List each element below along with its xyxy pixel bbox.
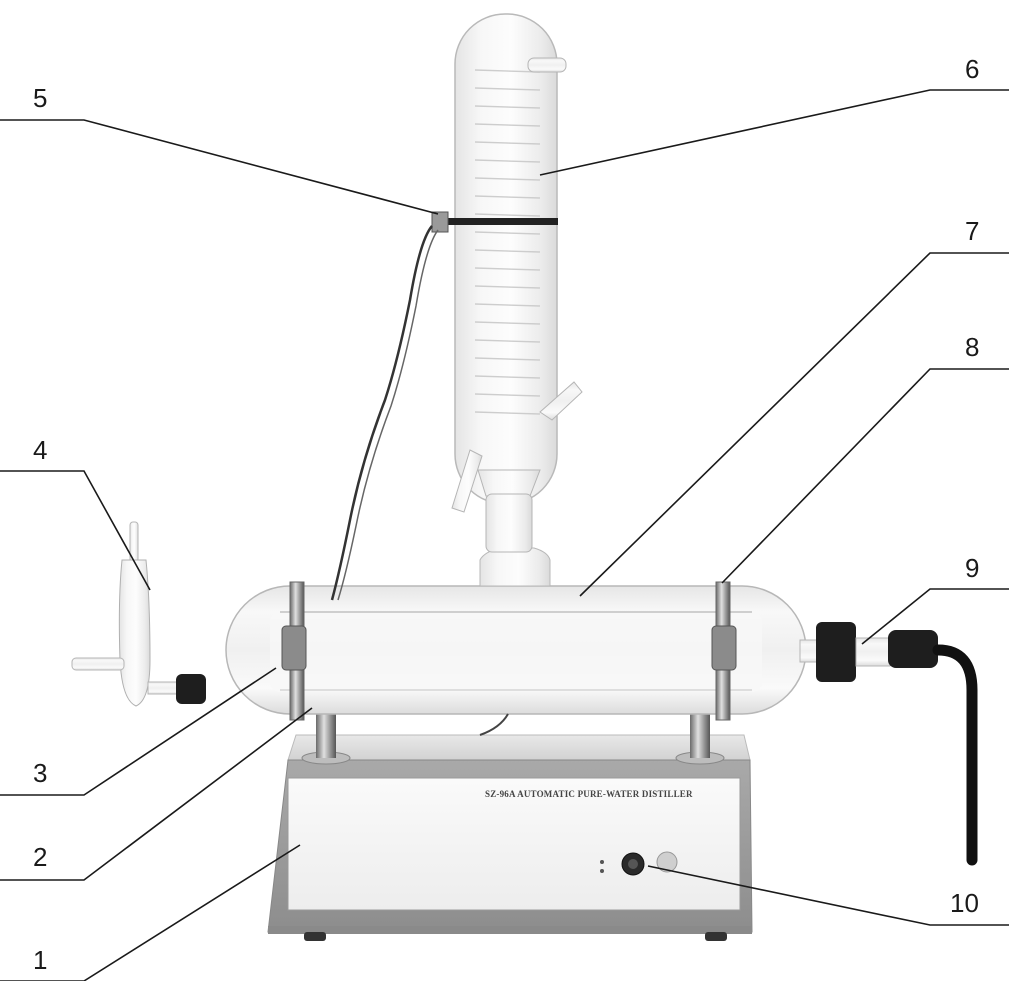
heater-cable bbox=[799, 622, 978, 866]
control-knob bbox=[600, 851, 678, 876]
temperature-probe bbox=[330, 211, 509, 736]
leader-2 bbox=[0, 707, 313, 881]
callout-5: 5 bbox=[33, 83, 47, 113]
nameplate-text: SZ-96A AUTOMATIC PURE-WATER DISTILLER bbox=[485, 789, 693, 799]
callout-7: 7 bbox=[965, 216, 979, 246]
callout-10: 10 bbox=[950, 888, 979, 918]
condenser-column bbox=[440, 13, 583, 553]
leader-10 bbox=[647, 865, 1009, 926]
callout-9: 9 bbox=[965, 553, 979, 583]
leader-4 bbox=[0, 470, 151, 591]
leader-1 bbox=[0, 844, 301, 981]
callout-6: 6 bbox=[965, 54, 979, 84]
base-housing: SZ-96A AUTOMATIC PURE-WATER DISTILLER bbox=[267, 734, 753, 941]
leader-7 bbox=[579, 252, 1009, 597]
callout-4: 4 bbox=[33, 435, 47, 465]
callout-leaders bbox=[0, 89, 1009, 981]
leader-5 bbox=[0, 119, 439, 215]
callout-3: 3 bbox=[33, 758, 47, 788]
leader-6 bbox=[539, 89, 1009, 176]
callout-8: 8 bbox=[965, 332, 979, 362]
callout-labels: 1 2 3 4 5 6 7 8 9 10 bbox=[33, 54, 979, 975]
callout-1: 1 bbox=[33, 945, 47, 975]
callout-2: 2 bbox=[33, 842, 47, 872]
boiling-vessel bbox=[225, 547, 807, 715]
water-feed-cup bbox=[71, 521, 206, 707]
leader-9 bbox=[861, 588, 1009, 645]
leader-8 bbox=[721, 368, 1009, 584]
leader-3 bbox=[0, 667, 277, 796]
vessel-clamps bbox=[281, 581, 737, 721]
